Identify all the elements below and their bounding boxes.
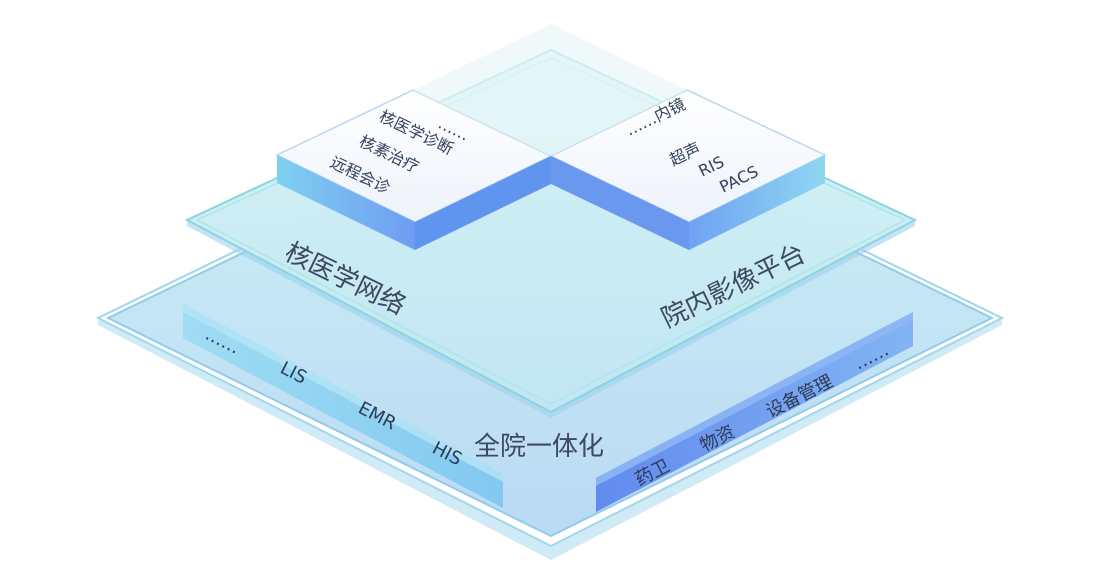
left-system-bar [183, 304, 503, 508]
right-system-bar [596, 312, 913, 512]
center-label: 全院一体化 [474, 432, 604, 462]
top-right-block [549, 89, 827, 250]
top-left-block [275, 89, 553, 250]
top-back-tile [413, 24, 687, 156]
